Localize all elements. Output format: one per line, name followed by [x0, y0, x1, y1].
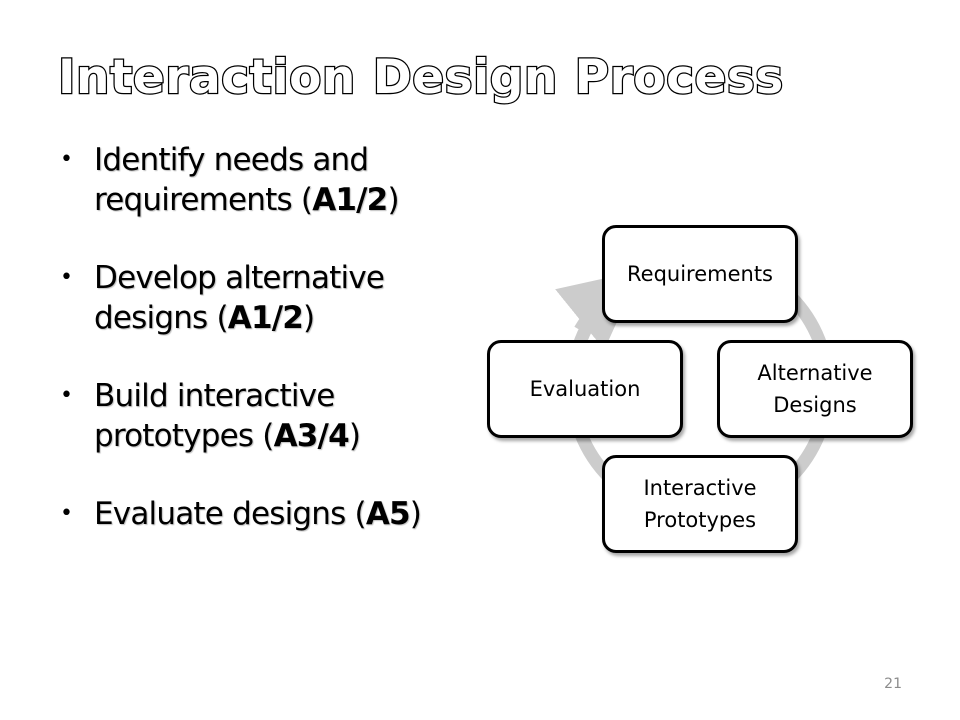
bullet-assignment: A5 [365, 496, 411, 532]
bullet-assignment: A1/2 [312, 182, 388, 218]
bullet-item-develop-designs: • Develop alternative designs (A1/2) [58, 258, 478, 338]
node-evaluation: Evaluation [487, 340, 683, 438]
bullet-text: Develop alternative designs ( [94, 260, 385, 336]
bullet-item-identify-needs: • Identify needs and requirements (A1/2) [58, 140, 478, 220]
bullet-suffix: ) [387, 182, 399, 218]
bullet-dot: • [60, 501, 73, 526]
bullet-suffix: ) [409, 496, 422, 532]
design-cycle-diagram: Requirements Alternative Designs Interac… [470, 215, 930, 565]
bullet-dot: • [60, 265, 73, 290]
bullet-item-build-prototypes: • Build interactive prototypes (A3/4) [58, 376, 478, 456]
bullet-suffix: ) [348, 418, 361, 454]
bullet-assignment: A3/4 [273, 418, 350, 454]
bullet-list: • Identify needs and requirements (A1/2)… [58, 140, 478, 572]
bullet-text: Evaluate designs ( [94, 496, 367, 532]
bullet-dot: • [60, 383, 73, 408]
bullet-item-evaluate-designs: • Evaluate designs (A5) [58, 494, 478, 534]
node-requirements: Requirements [602, 225, 798, 323]
bullet-assignment: A1/2 [227, 300, 304, 336]
node-interactive-prototypes: Interactive Prototypes [602, 455, 798, 553]
bullet-text: Build interactive prototypes ( [94, 378, 335, 454]
bullet-text: Identify needs and requirements ( [94, 142, 369, 218]
page-number: 21 [884, 676, 902, 692]
bullet-suffix: ) [303, 300, 315, 336]
node-alternative-designs: Alternative Designs [717, 340, 913, 438]
slide-title: Interaction Design Process [57, 49, 785, 107]
bullet-dot: • [60, 147, 73, 172]
